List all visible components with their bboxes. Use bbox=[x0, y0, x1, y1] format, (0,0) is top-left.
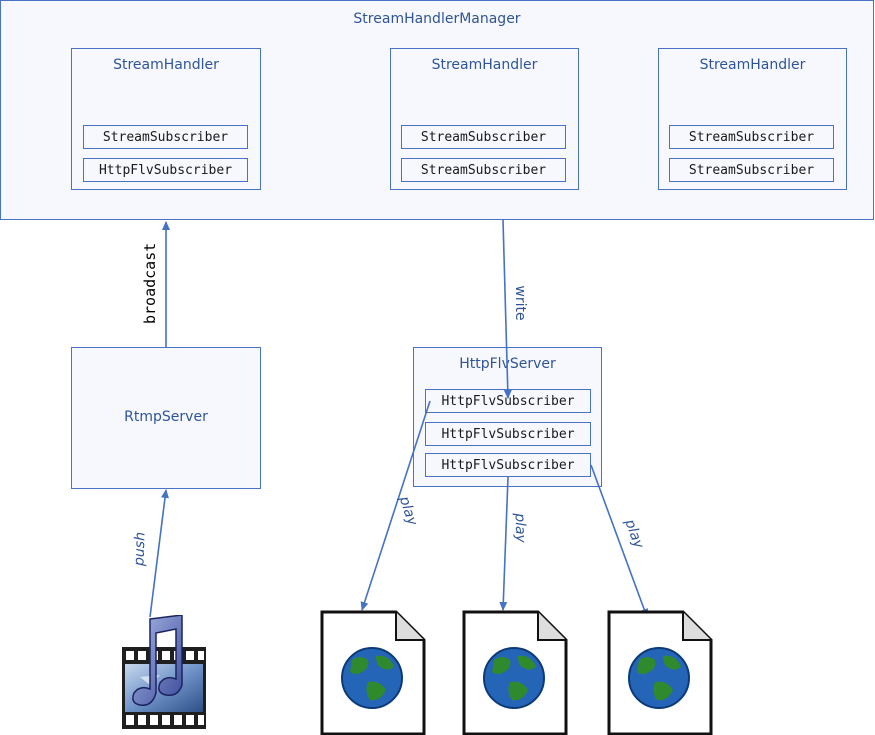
httpflv-server-subscriber-2: HttpFlvSubscriber bbox=[425, 422, 591, 446]
stream-handler-2-subscriber-1: StreamSubscriber bbox=[401, 125, 566, 149]
stream-handler-title: StreamHandler bbox=[113, 57, 219, 73]
play-arrow-3 bbox=[590, 464, 648, 618]
media-file-icon bbox=[122, 615, 206, 729]
httpflv-server-subscriber-3: HttpFlvSubscriber bbox=[425, 453, 591, 477]
web-page-icon bbox=[462, 610, 568, 735]
play-arrow-1 bbox=[360, 400, 431, 611]
rtmp-server-title: RtmpServer bbox=[124, 409, 208, 425]
stream-handler-2-subscriber-2: StreamSubscriber bbox=[401, 158, 566, 182]
play-arrow-2 bbox=[499, 476, 509, 611]
stream-handler-3-subscriber-2: StreamSubscriber bbox=[669, 158, 834, 182]
play-label-2: play bbox=[511, 512, 529, 544]
stream-handler-manager-title: StreamHandlerManager bbox=[353, 11, 521, 27]
push-label: push bbox=[131, 531, 149, 567]
rtmp-server: RtmpServer bbox=[71, 347, 261, 489]
stream-handler-1-subscriber-2: HttpFlvSubscriber bbox=[83, 158, 248, 182]
web-page-icon bbox=[607, 610, 713, 735]
write-arrow bbox=[502, 219, 512, 399]
web-page-icon bbox=[320, 610, 426, 735]
stream-handler-1-subscriber-1: StreamSubscriber bbox=[83, 125, 248, 149]
push-arrow bbox=[149, 489, 169, 618]
broadcast-label: broadcast bbox=[141, 242, 159, 324]
stream-handler-title: StreamHandler bbox=[431, 57, 538, 73]
write-label: write bbox=[512, 285, 528, 321]
stream-handler-title: StreamHandler bbox=[699, 57, 806, 73]
stream-handler-3-subscriber-1: StreamSubscriber bbox=[669, 125, 834, 149]
